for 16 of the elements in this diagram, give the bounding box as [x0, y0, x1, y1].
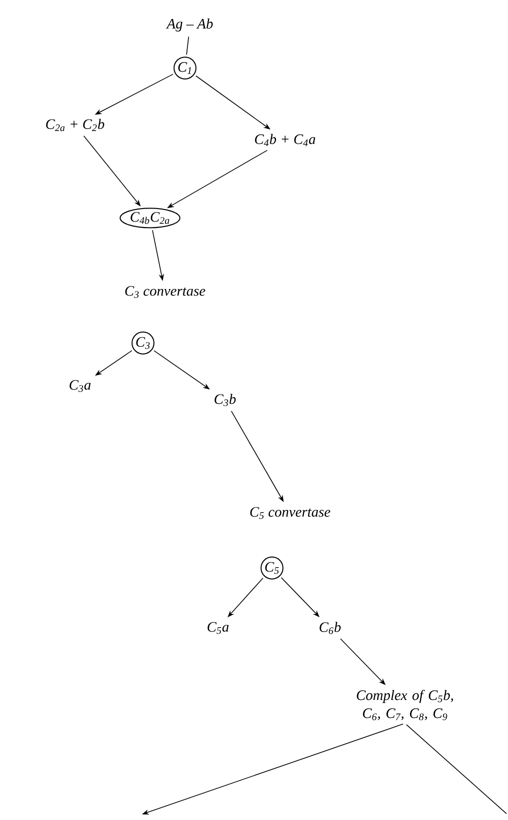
term-label: C$_{5}$ convertase — [250, 507, 330, 519]
term-label: C$_{3}$b — [214, 394, 236, 406]
term-label: Ag – Ab — [166, 18, 213, 32]
connector-line — [186, 36, 190, 56]
circled-term: C$_{5}$ — [260, 556, 284, 580]
complex-oval: C$_{4b}$C$_{2a}$ — [120, 208, 180, 228]
term-label: C$_{2a}$ + C$_{2}$b — [46, 118, 104, 132]
term-label: C$_{3}$a — [70, 380, 91, 392]
term-label: C$_{6}$b — [320, 622, 341, 634]
term-label: C$_{3}$ convertase — [125, 286, 206, 298]
term-label: Complex of C$_{5}$b, C$_{6}$, C$_{7}$, C$_{8}$, C$_{9}$ — [356, 690, 454, 720]
circled-term: C$_{1}$ — [174, 56, 196, 80]
term-label: C$_{5}$a — [208, 622, 229, 634]
term-label: C$_{4}$b + C$_{4}$a — [255, 134, 316, 146]
circled-term: C$_{3}$ — [132, 332, 154, 354]
connector-line — [406, 724, 507, 814]
